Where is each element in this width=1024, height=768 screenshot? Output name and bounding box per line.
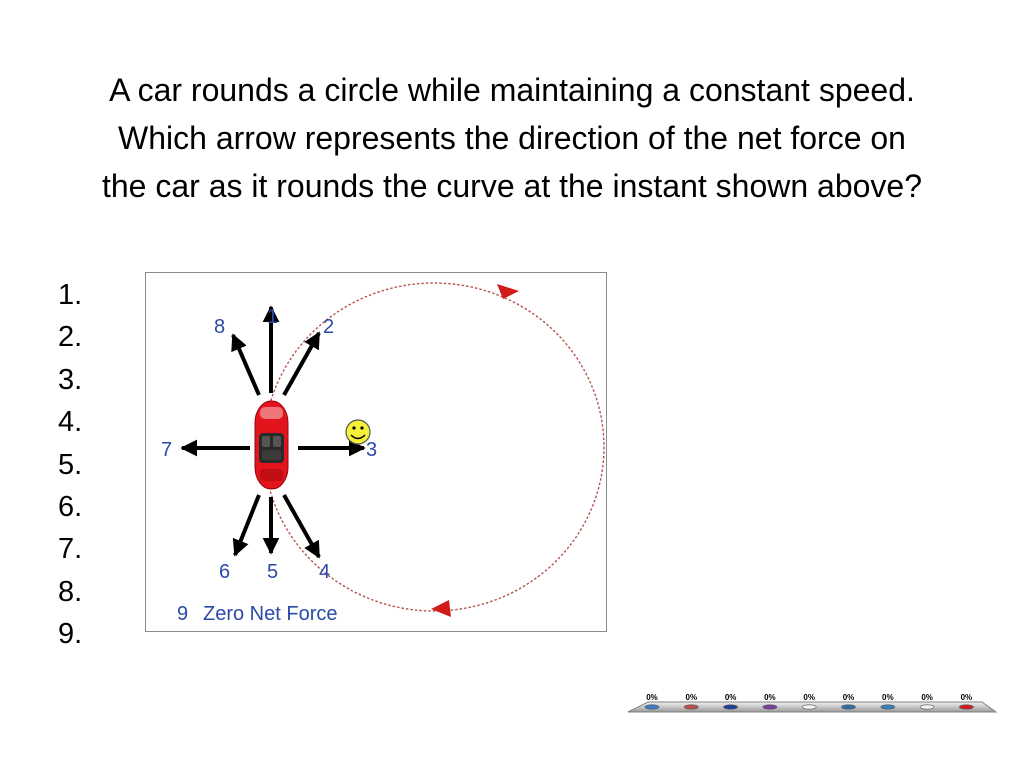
answer-option-7[interactable]: 7. (58, 533, 83, 566)
response-poll-chart: 0% 0% 0% 0% 0% 0% 0% 0% 0% (626, 688, 998, 716)
answer-option-8[interactable]: 8. (58, 575, 83, 608)
question-line-1: A car rounds a circle while maintaining … (109, 72, 915, 108)
poll-swatch-6 (841, 704, 856, 710)
arrow-label-5: 5 (267, 561, 278, 583)
arrow-label-4: 4 (319, 561, 330, 583)
poll-percentage-1: 0% (646, 693, 658, 702)
diagram-canvas: 1 2 3 4 5 6 7 8 9 Zero Net Force (161, 282, 605, 625)
answer-option-5[interactable]: 5. (58, 448, 83, 481)
arrow-label-8: 8 (214, 316, 225, 338)
answer-option-9[interactable]: 9. (58, 618, 83, 651)
poll-percentage-2: 0% (685, 693, 698, 702)
question-line-3: the car as it rounds the curve at the in… (101, 168, 923, 204)
zero-net-force-label: Zero Net Force (203, 603, 337, 625)
poll-swatch-7 (880, 704, 896, 710)
answer-option-4[interactable]: 4. (58, 406, 83, 439)
answer-options-list: 1. 2. 3. 4. 5. 6. 7. 8. 9. (58, 274, 82, 656)
poll-swatch-9 (959, 704, 974, 710)
smiley-face-icon (345, 419, 371, 445)
direction-marker-top (497, 284, 519, 299)
poll-swatch-3 (723, 704, 738, 710)
answer-option-3[interactable]: 3. (58, 363, 83, 396)
poll-base (627, 701, 998, 713)
arrow-label-1: 1 (267, 306, 278, 328)
arrow-8 (231, 333, 261, 396)
poll-percentage-9: 0% (960, 693, 973, 702)
car (254, 400, 289, 490)
arrow-label-2: 2 (323, 316, 334, 338)
arrow-2 (282, 331, 321, 396)
arrow-6 (232, 494, 261, 557)
poll-percentage-8: 0% (921, 693, 933, 702)
car-force-diagram: 1 2 3 4 5 6 7 8 9 Zero Net Force (145, 272, 607, 632)
poll-swatch-8 (919, 704, 935, 710)
poll-swatch-4 (762, 704, 778, 710)
poll-swatch-2 (684, 704, 699, 710)
answer-option-1[interactable]: 1. (58, 279, 83, 311)
poll-percentage-4: 0% (764, 693, 776, 702)
question-text: A car rounds a circle while maintaining … (0, 66, 1024, 210)
answer-option-2[interactable]: 2. (58, 321, 83, 354)
arrow-label-6: 6 (219, 561, 230, 583)
direction-marker-bottom (431, 600, 451, 617)
poll-percentage-5: 0% (803, 693, 815, 702)
poll-swatch-5 (801, 704, 817, 710)
question-line-2: Which arrow represents the direction of … (118, 120, 906, 156)
poll-percentage-3: 0% (724, 693, 737, 702)
arrow-label-7: 7 (161, 439, 172, 461)
zero-net-force-number: 9 (177, 603, 188, 625)
poll-swatch-1 (644, 704, 660, 710)
poll-percentage-6: 0% (842, 693, 855, 702)
poll-percentage-7: 0% (882, 693, 894, 702)
arrow-4 (282, 494, 321, 559)
arrow-label-3: 3 (366, 439, 377, 461)
answer-option-6[interactable]: 6. (58, 491, 83, 524)
